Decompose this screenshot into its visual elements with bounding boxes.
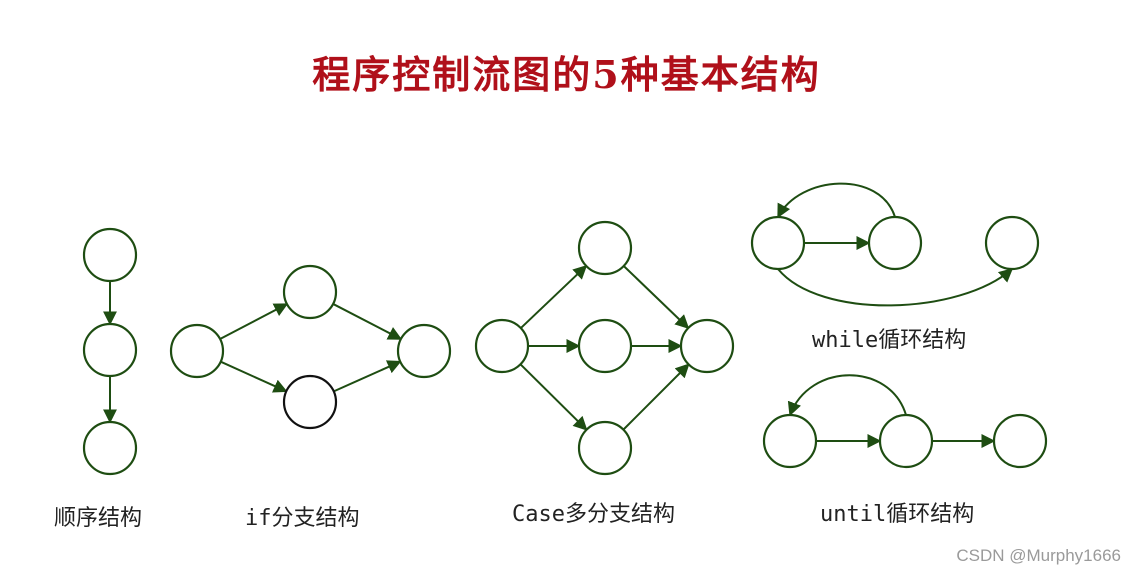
page-title: 程序控制流图的5种基本结构 — [312, 52, 821, 97]
if-edge-i1-i3 — [332, 303, 403, 340]
node-s3 — [82, 420, 138, 476]
nodes-layer — [82, 215, 1048, 476]
node-w0 — [750, 215, 806, 271]
node-c2 — [577, 318, 633, 374]
if-edge-i0-i1 — [219, 303, 289, 340]
node-c1 — [577, 220, 633, 276]
label-sequence-structure: 顺序结构 — [54, 506, 143, 531]
if-edge-i0-i2 — [220, 360, 288, 393]
case-edge-c0-c1 — [520, 264, 588, 329]
if-edge-i2-i3 — [333, 360, 402, 393]
node-c0 — [474, 318, 530, 374]
label-case-structure: Case多分支结构 — [512, 502, 675, 527]
node-i3 — [396, 323, 452, 379]
case-edge-c3-c4 — [622, 363, 690, 431]
while-exit-edge — [777, 268, 1014, 307]
node-w2 — [984, 215, 1040, 271]
node-s2 — [82, 322, 138, 378]
node-s1 — [82, 227, 138, 283]
label-until-structure: until循环结构 — [820, 502, 975, 527]
until-loop-back-edge — [787, 374, 907, 417]
while-loop-back-edge — [777, 182, 896, 219]
label-if-structure: if分支结构 — [245, 506, 360, 531]
node-w1 — [867, 215, 923, 271]
node-i2 — [282, 374, 338, 430]
edges-layer — [103, 182, 1014, 448]
node-u2 — [992, 413, 1048, 469]
watermark: CSDN @Murphy1666 — [956, 546, 1121, 565]
node-u1 — [878, 413, 934, 469]
node-u0 — [762, 413, 818, 469]
label-while-structure: while循环结构 — [812, 328, 967, 353]
node-i1 — [282, 264, 338, 320]
case-edge-c1-c4 — [623, 265, 690, 329]
node-i0 — [169, 323, 225, 379]
node-c3 — [577, 420, 633, 476]
node-c4 — [679, 318, 735, 374]
case-edge-c0-c3 — [519, 363, 588, 431]
